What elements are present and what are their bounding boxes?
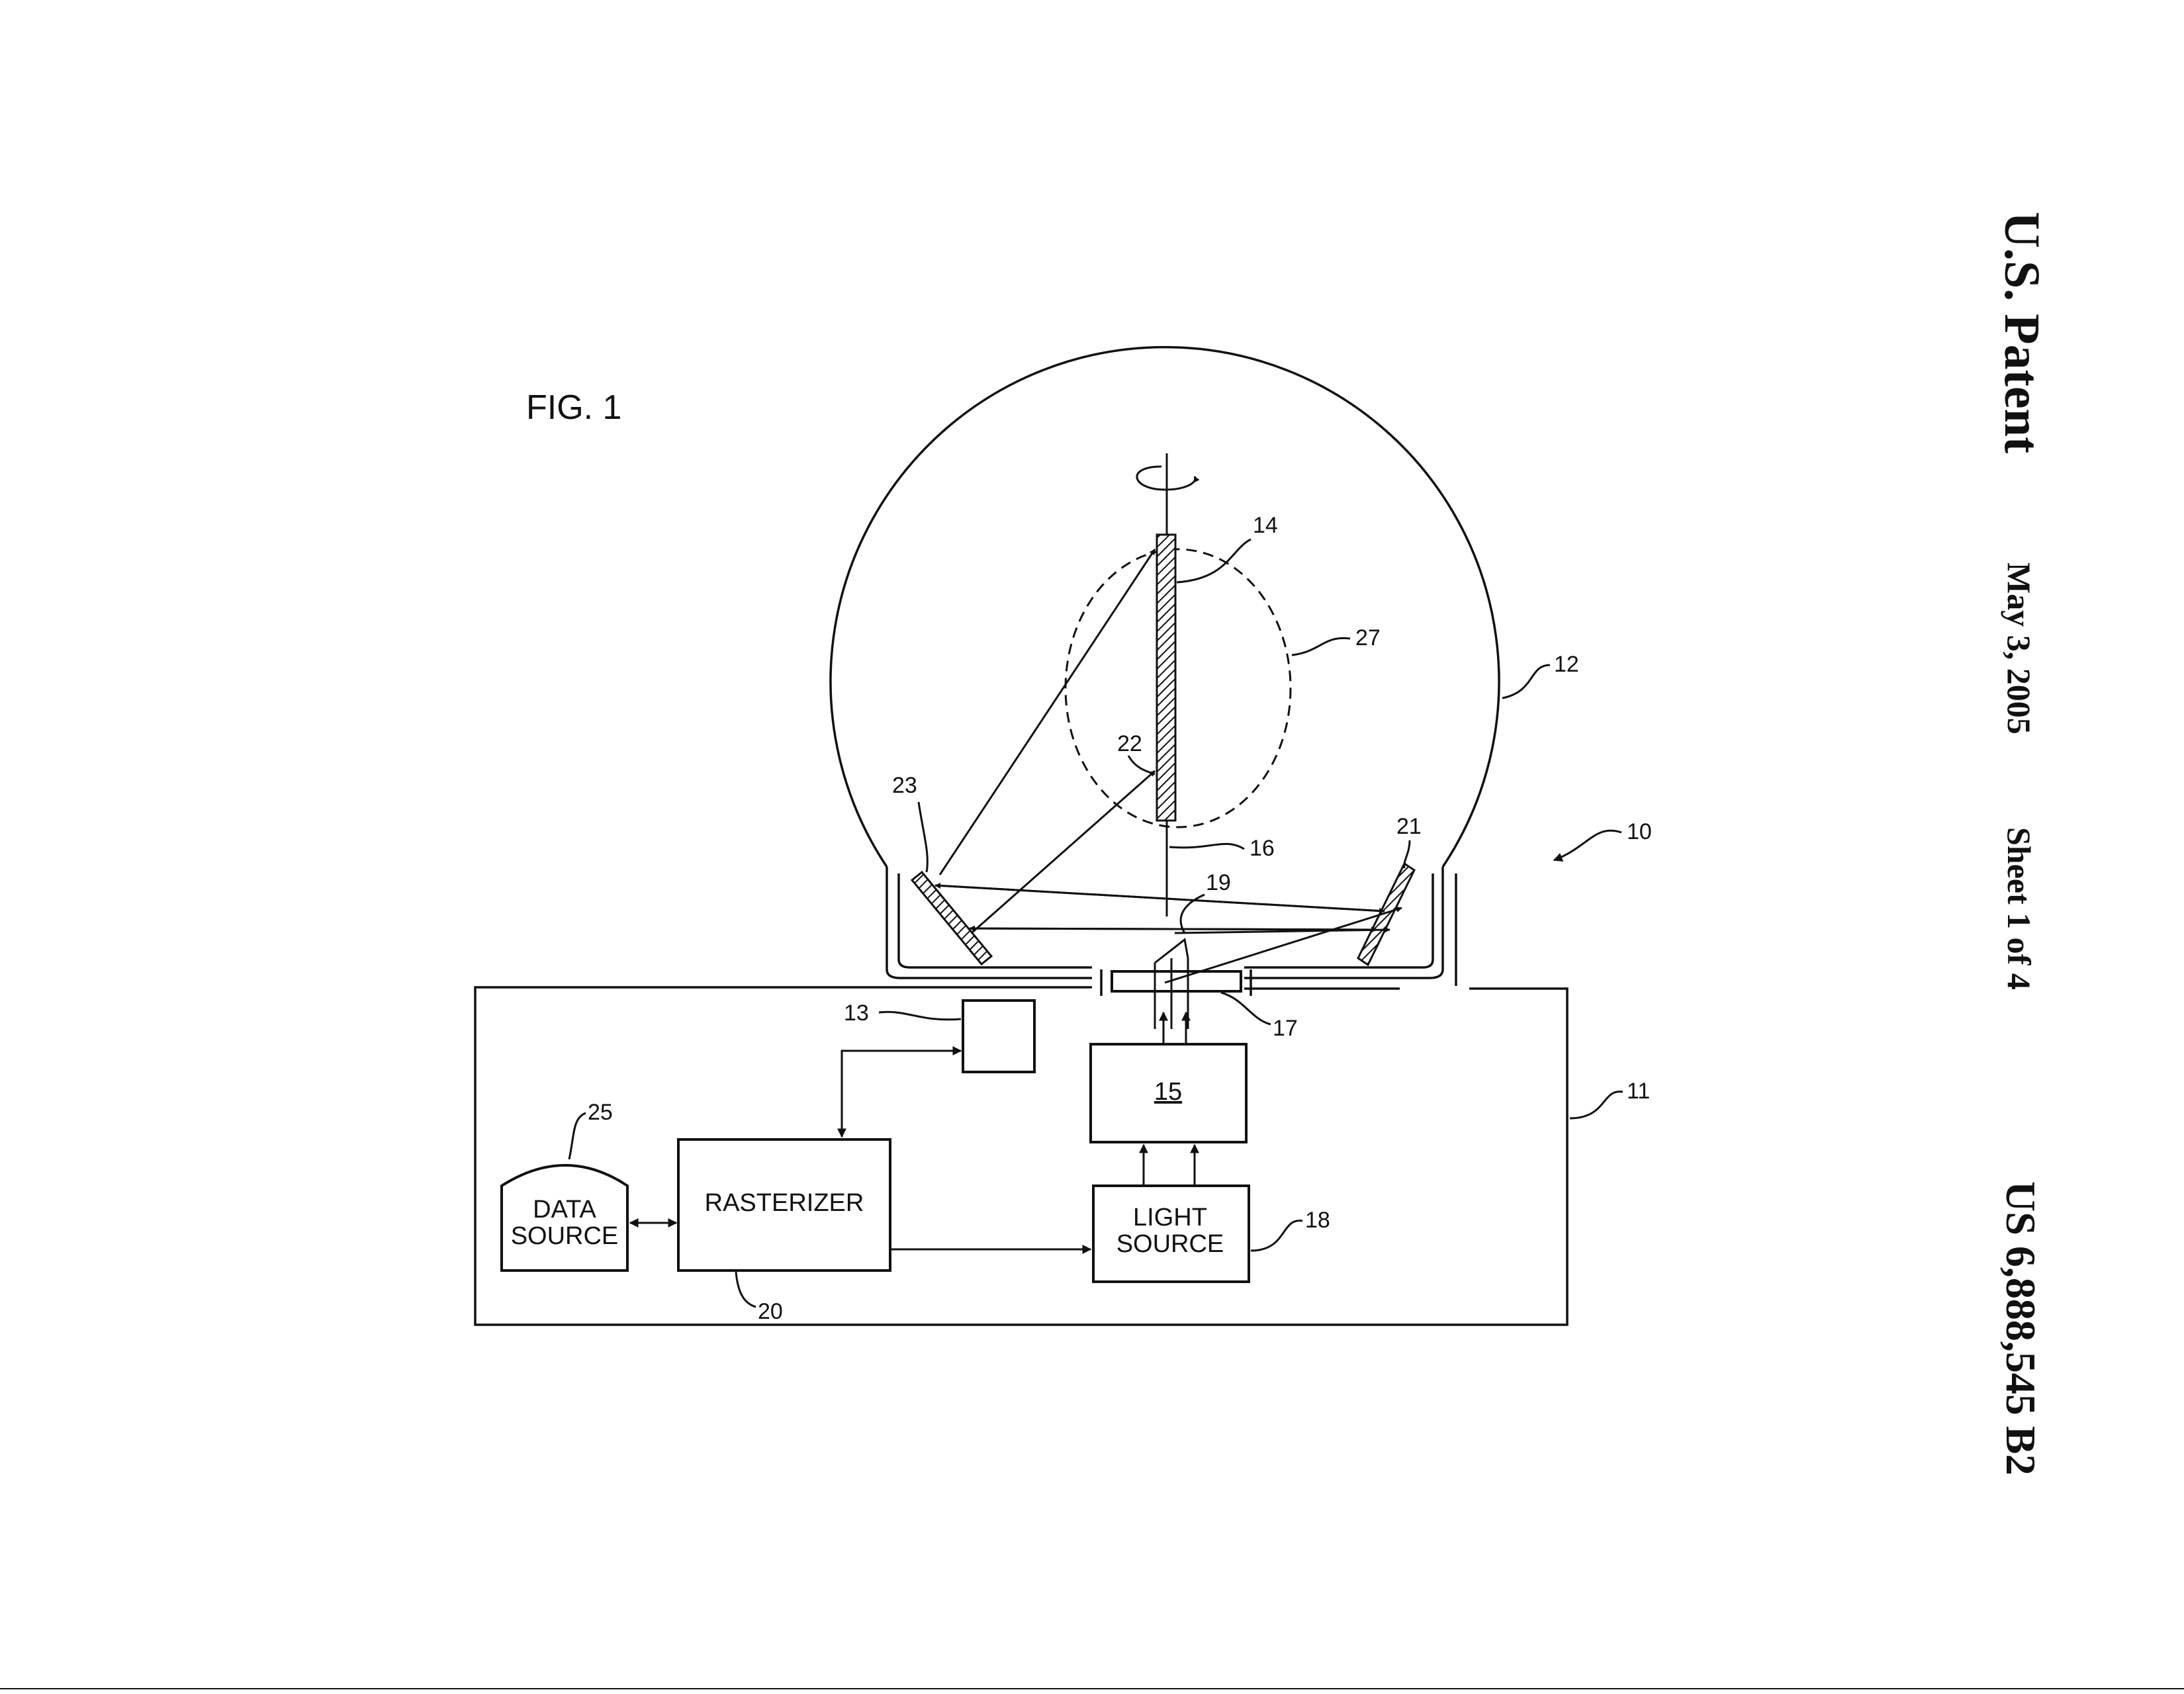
ref-25: 25 (588, 1100, 613, 1125)
publication-date: May 3, 2005 (2001, 562, 2038, 735)
ref-13: 13 (844, 1001, 869, 1026)
ref-27: 27 (1355, 625, 1381, 650)
ref-23: 23 (892, 773, 917, 798)
light-source-box (1092, 1184, 1250, 1283)
ref-20: 20 (758, 1299, 783, 1324)
rasterizer-component13-link (837, 1046, 962, 1138)
leader-17 (1220, 991, 1271, 1026)
data-source-box (500, 1164, 629, 1272)
sheet-number: Sheet 1 of 4 (2001, 827, 2038, 990)
dome-base-left-inner (897, 873, 1092, 969)
reference-labels: 14 27 12 22 23 21 16 19 10 13 17 11 25 1… (568, 513, 1652, 1324)
dome-enclosure (829, 345, 1500, 868)
ref-18: 18 (1305, 1208, 1330, 1233)
sweep-volume (1064, 548, 1292, 828)
rasterizer-label: RASTERIZER (705, 1189, 864, 1217)
ref-11: 11 (1627, 1079, 1650, 1104)
light-source-label-1: LIGHT (1133, 1204, 1207, 1231)
dome-base-left (886, 867, 1092, 979)
light-source-label-2: SOURCE (1116, 1230, 1224, 1258)
ray-to-mirror-21-a (1164, 907, 1402, 984)
leader-25 (568, 1112, 586, 1160)
ray-23-to-21-b (969, 926, 1377, 933)
leader-18 (1250, 1220, 1303, 1252)
mirror-21 (1357, 862, 1416, 967)
ray-23-to-21-a (934, 884, 1385, 914)
leader-22 (1127, 755, 1156, 776)
leader-13 (878, 1010, 962, 1021)
component-13-box (962, 999, 1036, 1073)
light-rays (934, 549, 1402, 1029)
ref-19: 19 (1206, 870, 1231, 895)
publication-label: U.S. Patent (1994, 212, 2050, 453)
ray-23-to-screen-lower (971, 770, 1156, 934)
ref-17: 17 (1273, 1016, 1298, 1041)
base-housing (474, 986, 1569, 1326)
patent-header: U.S. Patent May 3, 2005 Sheet 1 of 4 US … (1994, 212, 2050, 1476)
leader-27 (1291, 637, 1351, 656)
ray-bend (1154, 938, 1189, 964)
ref-14: 14 (1253, 513, 1278, 538)
rotating-screen (1156, 533, 1177, 822)
ref-21: 21 (1396, 814, 1422, 839)
data-source-label-1: DATA (533, 1196, 596, 1224)
ref-12: 12 (1554, 652, 1579, 677)
mirror-23 (910, 870, 993, 966)
patent-number: US 6,888,545 B2 (1997, 1181, 2044, 1476)
leader-16 (1169, 842, 1245, 850)
rotation-arrow-icon (1136, 465, 1200, 491)
leader-19 (1179, 893, 1205, 934)
ref-10: 10 (1627, 819, 1652, 844)
modulator-box (1089, 1043, 1248, 1143)
leader-23 (917, 801, 929, 873)
leader-20 (735, 1271, 756, 1308)
leader-11 (1569, 1091, 1623, 1120)
ref-22: 22 (1117, 731, 1142, 756)
rasterizer-box (677, 1138, 891, 1272)
leader-21 (1403, 840, 1411, 869)
dome-base-right (1244, 867, 1444, 979)
dome-base-right-inner (1244, 873, 1434, 969)
leader-14 (1176, 538, 1251, 584)
figure-title: FIG. 1 (526, 388, 621, 427)
leader-10 (1553, 829, 1622, 862)
ref-16: 16 (1250, 836, 1275, 861)
window-plate (1111, 970, 1242, 993)
ray-23-to-screen-upper (938, 549, 1156, 875)
leader-12 (1502, 664, 1551, 699)
data-source-label-2: SOURCE (511, 1222, 619, 1250)
modulator-label: 15 (1154, 1078, 1182, 1106)
